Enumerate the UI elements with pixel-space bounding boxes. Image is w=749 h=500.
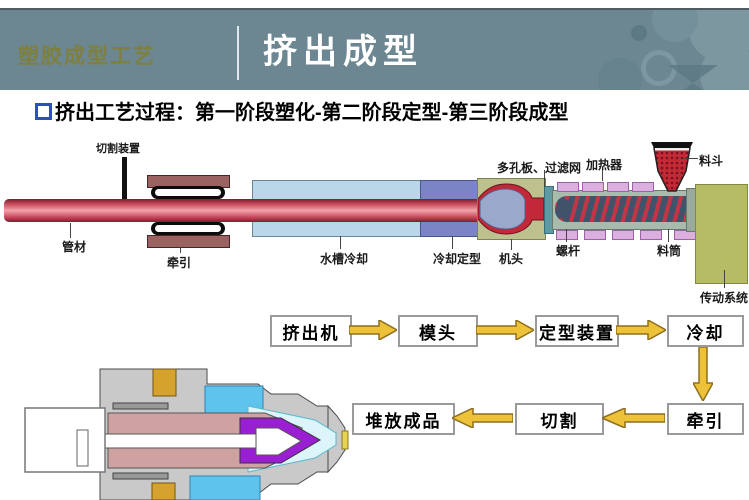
heater-block [582, 182, 604, 192]
transmission-graphic [695, 184, 748, 284]
flow-step-label: 模头 [419, 323, 457, 343]
flow-step-label: 切割 [540, 411, 579, 431]
cross-cyan-bottom [189, 475, 261, 500]
heater-block [640, 230, 662, 240]
flow-arrow-left-icon [602, 408, 665, 428]
flow-step-label: 定型装置 [539, 323, 615, 343]
pipe-graphic [4, 199, 478, 222]
cross-white-core [79, 433, 257, 449]
flow-step-label: 冷却 [686, 323, 725, 343]
flow-arrow-down-icon [693, 347, 713, 401]
decor-ring-icon [641, 50, 677, 86]
flow-arrow-left-icon [452, 408, 513, 428]
pointer-line [340, 236, 341, 249]
cross-gold-bottom [151, 482, 176, 500]
heater-block [584, 230, 606, 240]
label-screw: 螺杆 [556, 244, 581, 258]
heater-block [612, 230, 634, 240]
bullet-text: 挤出工艺过程：第一阶段塑化-第二阶段定型-第三阶段成型 [55, 102, 569, 124]
pointer-line [602, 167, 603, 181]
flow-step-extruder: 挤出机 [270, 315, 352, 347]
cross-collar [76, 429, 89, 467]
pointer-line [511, 239, 512, 250]
flow-step-sizing: 定型装置 [535, 315, 619, 347]
header-divider [237, 26, 239, 80]
die-head-graphic [477, 178, 546, 240]
flow-step-pulling: 牵引 [667, 403, 744, 435]
cross-flat-bottom [112, 472, 169, 480]
decor-circle [631, 25, 647, 41]
cross-gold-top [152, 368, 177, 397]
pointer-line [452, 236, 453, 249]
flow-arrow-right-icon [616, 320, 666, 340]
pointer-line [684, 158, 698, 159]
cross-flat-top [112, 402, 169, 410]
label-pipe: 管材 [62, 240, 87, 254]
die-head-cross-section [24, 368, 349, 500]
bullet-square-icon [35, 103, 52, 120]
flow-step-label: 堆放成品 [365, 411, 442, 431]
label-transmission: 传动系统 [700, 291, 749, 305]
label-heater: 加热器 [586, 158, 623, 172]
label-barrel: 料筒 [657, 244, 682, 258]
puller-lower-plate [147, 235, 230, 248]
heater-block [557, 182, 579, 192]
flow-step-stacking: 堆放成品 [352, 403, 455, 435]
hopper-icon [651, 142, 693, 192]
pointer-line [180, 247, 181, 253]
decor-circle [598, 58, 642, 90]
header-bar: 塑胶成型工艺 挤出成型 [0, 8, 749, 90]
pointer-line [724, 270, 725, 288]
track-slot [155, 189, 221, 196]
label-cutting-device: 切割装置 [96, 143, 140, 155]
label-die-head: 机头 [499, 252, 524, 266]
flow-step-cutting: 切割 [515, 403, 604, 435]
puller-lower-track [151, 222, 225, 235]
cross-white-tip [255, 427, 302, 456]
label-cooling-die: 冷却定型 [433, 252, 482, 266]
pointer-line [668, 229, 669, 242]
label-puller: 牵引 [167, 256, 192, 270]
melt-channel-icon [477, 183, 545, 235]
flow-step-cooling: 冷却 [667, 315, 744, 347]
pointer-line [544, 170, 545, 187]
screw-graphic [555, 196, 695, 222]
heater-block [632, 182, 654, 192]
label-breaker-plate: 多孔板、过滤网 [497, 161, 582, 175]
track-slot [155, 225, 221, 232]
flow-arrow-right-icon [476, 320, 534, 340]
cross-left-tube [24, 407, 106, 473]
cutting-blade-graphic [122, 157, 127, 199]
label-hopper: 料斗 [699, 154, 724, 168]
flow-arrow-right-icon [349, 320, 397, 340]
puller-upper-track [151, 186, 225, 199]
heater-block [607, 182, 629, 192]
hopper-graphic [650, 141, 694, 193]
flow-step-die: 模头 [398, 315, 478, 347]
flow-step-label: 挤出机 [282, 323, 340, 343]
course-title: 塑胶成型工艺 [18, 45, 156, 68]
flow-step-label: 牵引 [686, 411, 725, 431]
pointer-line [566, 229, 567, 242]
screw-tip-graphic [556, 199, 572, 219]
cross-gold-exit [341, 430, 349, 450]
label-water-tank: 水槽冷却 [320, 252, 369, 266]
page-title: 挤出成型 [263, 33, 423, 71]
pointer-line [70, 223, 71, 238]
heater-block [556, 230, 578, 240]
